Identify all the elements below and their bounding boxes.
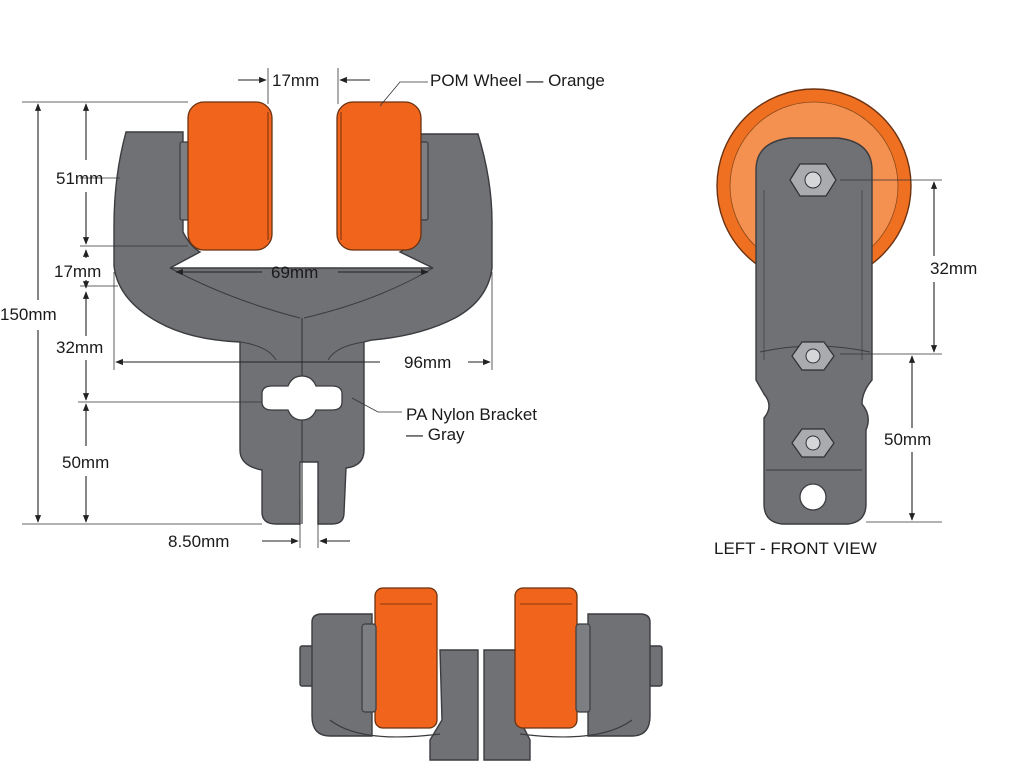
top-right-arm <box>519 719 633 738</box>
dim-gap-top: 17mm <box>272 71 319 90</box>
top-right-boss <box>575 623 591 713</box>
mount-hole <box>799 483 827 511</box>
bracket-curve-right <box>327 341 365 361</box>
bracket-callout-line2: — Gray <box>406 425 465 444</box>
bracket-body <box>113 131 493 525</box>
dim-outer-width: 96mm <box>404 353 451 372</box>
bracket-curve-left <box>239 341 277 361</box>
dim-side-lower: 50mm <box>884 430 931 449</box>
right-wheel <box>336 101 422 251</box>
bracket-fold-right <box>303 267 434 319</box>
top-right-frame <box>587 613 651 737</box>
side-view-caption: LEFT - FRONT VIEW <box>714 539 877 558</box>
top-left-wheel <box>374 587 438 729</box>
mounting-slot <box>261 375 343 421</box>
lower-nut <box>791 428 835 458</box>
wheel-callout: POM Wheel — Orange <box>430 71 605 90</box>
dim-wheel-height: 51mm <box>56 169 103 188</box>
dim-stem-lower: 50mm <box>62 453 109 472</box>
side-bracket-shade <box>763 190 863 360</box>
top-nut <box>789 163 837 197</box>
bracket-callout-line1: PA Nylon Bracket <box>406 405 537 424</box>
dim-side-upper: 32mm <box>930 259 977 278</box>
dim-lower-gap: 17mm <box>54 262 101 281</box>
side-view <box>716 88 912 525</box>
front-view-dimensions: 17mm POM Wheel — Orange 150mm 51mm 17mm … <box>0 68 605 551</box>
front-view <box>113 101 493 525</box>
left-wheel <box>187 101 273 251</box>
bracket-fold-left <box>169 267 301 319</box>
middle-nut <box>791 341 835 371</box>
dim-inner-width: 69mm <box>271 263 318 282</box>
side-view-dimensions: 32mm 50mm LEFT - FRONT VIEW <box>714 179 977 558</box>
dim-slot-width: 8.50mm <box>168 532 229 551</box>
top-left-boss <box>361 623 377 713</box>
top-left-arm <box>329 719 441 738</box>
top-center-left <box>429 649 479 761</box>
side-bracket <box>755 137 873 525</box>
top-right-wheel <box>514 587 578 729</box>
top-view <box>299 587 663 761</box>
dim-stem-upper: 32mm <box>56 338 103 357</box>
dim-overall-height: 150mm <box>0 305 57 324</box>
